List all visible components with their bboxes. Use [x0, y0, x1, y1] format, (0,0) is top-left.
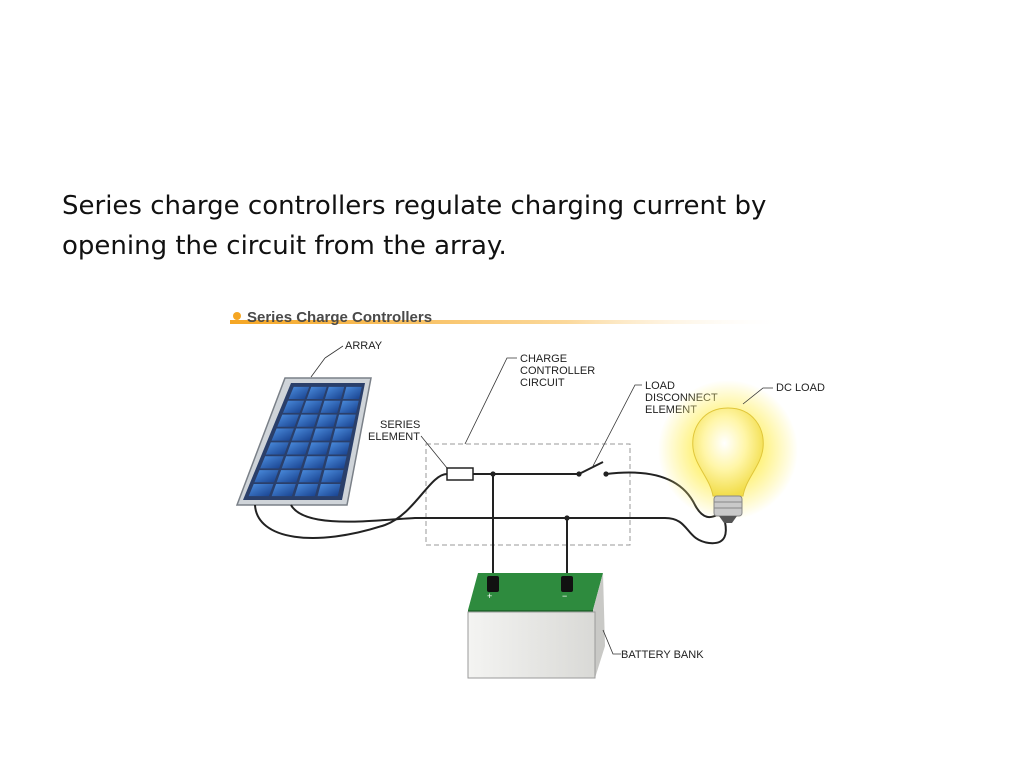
solar-cell — [294, 483, 319, 497]
charge-controller-box — [425, 443, 631, 546]
solar-cell — [317, 483, 341, 497]
solar-cell — [316, 414, 337, 427]
solar-cell — [282, 400, 305, 413]
solar-cell — [277, 414, 299, 427]
battery-negative-terminal — [561, 576, 573, 592]
solar-cell — [324, 456, 347, 469]
solar-cell — [303, 456, 326, 469]
battery-plus-sign: + — [487, 591, 492, 601]
solar-cell — [288, 386, 310, 400]
solar-cell — [321, 470, 344, 483]
panel-cells — [248, 386, 362, 497]
solar-cell — [343, 386, 362, 400]
slide-text-line-2: opening the circuit from the array. — [62, 231, 507, 261]
slide-text: Series charge controllers regulate charg… — [62, 186, 862, 266]
diagram-title-bar: Series Charge Controllers — [230, 309, 790, 326]
series-charge-controller-diagram: Series Charge Controllers ARRAY CHARGE C… — [225, 300, 845, 690]
solar-cell — [306, 386, 327, 400]
solar-cell — [311, 428, 334, 441]
solar-cell — [328, 442, 350, 455]
label-series-element: SERIES ELEMENT — [368, 419, 423, 443]
solar-cell — [335, 414, 356, 427]
solar-cell — [254, 470, 279, 483]
solar-cell — [296, 414, 318, 427]
solar-cell — [324, 386, 345, 400]
solar-cell — [301, 400, 323, 413]
solar-cell — [276, 470, 301, 483]
solar-cell — [307, 442, 330, 455]
solar-cell — [265, 442, 289, 455]
solar-cell — [298, 470, 322, 483]
battery-bank: + − — [467, 573, 605, 679]
dc-load-bulb — [658, 380, 798, 523]
solar-cell — [291, 428, 314, 441]
solar-cell — [281, 456, 305, 469]
solar-cell — [320, 400, 341, 413]
solar-cell — [286, 442, 310, 455]
solar-panel-array — [235, 377, 372, 506]
solar-cell — [332, 428, 353, 441]
diagram-title: Series Charge Controllers — [247, 309, 432, 326]
label-battery-bank: BATTERY BANK — [621, 649, 704, 661]
solar-cell — [271, 428, 294, 441]
circuit-nodes — [490, 471, 609, 521]
solar-cell — [339, 400, 359, 413]
label-array: ARRAY — [345, 340, 383, 352]
solar-cell — [260, 456, 284, 469]
label-charge-controller: CHARGE CONTROLLER CIRCUIT — [520, 353, 598, 389]
solar-cell — [248, 483, 274, 497]
battery-positive-terminal — [487, 576, 499, 592]
slide-text-line-1: Series charge controllers regulate charg… — [62, 191, 767, 221]
battery-minus-sign: − — [562, 591, 567, 601]
label-dc-load: DC LOAD — [776, 382, 825, 394]
sun-icon — [233, 312, 241, 320]
series-element-resistor — [446, 467, 474, 481]
solar-cell — [271, 483, 296, 497]
